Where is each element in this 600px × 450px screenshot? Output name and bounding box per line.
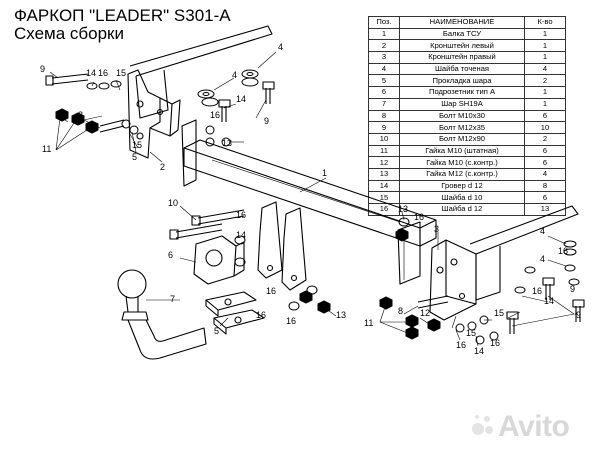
parts-cell-name: Гайка M12 (с.контр.) [399, 167, 525, 181]
parts-cell-pos: 11 [368, 144, 400, 158]
callout-16k: 16 [266, 286, 276, 296]
callout-16f: 16 [414, 212, 424, 222]
callout-14c: 14 [236, 230, 246, 240]
callout-9d: 9 [570, 284, 575, 294]
callout-4d: 4 [540, 254, 545, 264]
callout-5b: 5 [214, 326, 219, 336]
tow-ball [117, 269, 207, 360]
parts-cell-pos: 10 [368, 132, 400, 146]
callout-13b: 13 [398, 204, 408, 214]
callout-16i: 16 [490, 338, 500, 348]
ball-spacers [205, 291, 265, 335]
page-subtitle: Схема сборки [14, 24, 124, 43]
callout-16e: 16 [286, 316, 296, 326]
watermark-text: Avito [498, 410, 570, 443]
callout-7: 7 [170, 294, 175, 304]
parts-cell-qty: 4 [524, 167, 566, 181]
callout-14d: 14 [544, 296, 554, 306]
callout-9b: 9 [264, 116, 269, 126]
callout-6: 6 [168, 250, 173, 260]
parts-table-header: Поз. НАИМЕНОВАНИЕ К-во [368, 16, 566, 29]
parts-cell-qty: 10 [524, 121, 566, 134]
parts-cell-qty: 1 [524, 39, 566, 53]
callout-14b: 14 [236, 94, 246, 104]
callout-16j: 16 [456, 340, 466, 350]
callout-14a: 14 [86, 68, 96, 78]
callout-1: 1 [322, 168, 327, 178]
parts-cell-name: Балка ТСУ [399, 27, 525, 41]
right-bracket [429, 205, 579, 321]
parts-cell-name: Кронштейн правый [399, 51, 525, 64]
callout-15a: 15 [116, 68, 126, 78]
avito-logo-icon [472, 415, 493, 435]
callout-labels: 1 2 3 4 4 4 4 5 5 6 7 8 8 9 9 9 9 10 11 … [40, 42, 581, 356]
parts-cell-name: Болт M12x35 [399, 121, 525, 134]
callout-15d: 15 [494, 308, 504, 318]
callout-16d: 16 [256, 310, 266, 320]
parts-cell-qty: 6 [524, 156, 566, 169]
callout-12a: 12 [56, 110, 66, 120]
parts-cell-qty: 2 [524, 132, 566, 146]
callout-13a: 13 [222, 138, 232, 148]
callout-10: 10 [168, 198, 178, 208]
callout-2: 2 [160, 162, 165, 172]
parts-cell-name: Гайка M10 (с.контр.) [399, 156, 525, 169]
parts-cell-qty: 6 [524, 144, 566, 158]
left-bracket [127, 25, 273, 159]
callout-8a: 8 [78, 110, 83, 120]
left-hanger-plate [181, 119, 197, 187]
bolts [45, 73, 585, 334]
callout-8b: 8 [398, 306, 403, 316]
callout-16a: 16 [98, 68, 108, 78]
long-bolts [169, 209, 245, 240]
callout-11a: 11 [42, 144, 51, 154]
ball-mount-plates [257, 201, 307, 291]
callout-15c: 15 [466, 328, 476, 338]
parts-cell-name: Шайба d 12 [399, 203, 525, 216]
parts-cell-pos: 9 [368, 121, 400, 134]
callout-9c: 9 [576, 310, 581, 320]
parts-cell-name: Шайба d 10 [399, 191, 525, 204]
fasteners [55, 69, 580, 345]
callout-9a: 9 [40, 64, 45, 74]
callout-5a: 5 [132, 152, 137, 162]
callout-4b: 4 [232, 70, 237, 80]
parts-cell-qty: 1 [524, 27, 566, 41]
callout-13c: 13 [336, 310, 346, 320]
page-title: ФАРКОП "LEADER" S301-A [14, 6, 231, 25]
callout-16h: 16 [532, 286, 542, 296]
callout-16b: 16 [210, 110, 220, 120]
parts-cell-qty: 1 [524, 51, 566, 64]
callout-12b: 12 [420, 308, 430, 318]
callout-4c: 4 [540, 226, 545, 236]
parts-cell-pos: 2 [368, 39, 400, 53]
callout-4a: 4 [278, 42, 283, 52]
callout-16c: 16 [236, 210, 246, 220]
callout-11b: 11 [364, 318, 373, 328]
callout-14e: 14 [474, 346, 484, 356]
leader-lines [49, 51, 578, 347]
parts-cell-qty: 6 [524, 191, 566, 204]
callout-15b: 15 [132, 140, 142, 150]
callout-16g: 16 [558, 246, 568, 256]
callout-3: 3 [434, 224, 439, 234]
parts-cell-qty: 8 [524, 179, 566, 193]
